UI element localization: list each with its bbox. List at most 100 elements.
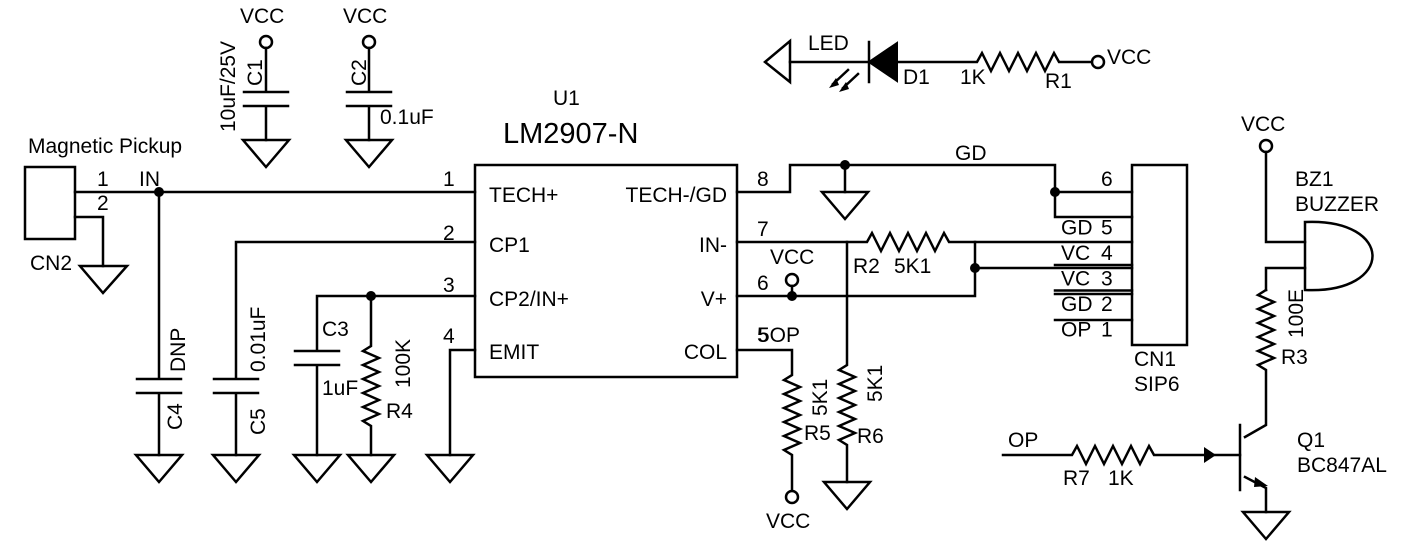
ground-symbol: [819, 190, 871, 221]
bz-vcc: VCC: [1241, 113, 1285, 136]
d1-ref: D1: [903, 66, 930, 89]
d1-label: LED: [808, 32, 849, 55]
r7-resistor: [1001, 443, 1242, 467]
cn1-row-label: VC: [1061, 242, 1090, 265]
r2-resistor: [735, 230, 1134, 254]
r1-value: 1K: [960, 66, 986, 89]
cn1-row-label: VC: [1061, 268, 1090, 291]
vcc-terminal: [361, 34, 377, 50]
u1-ref: U1: [553, 87, 580, 110]
ground-symbol: [424, 453, 476, 484]
net-in-label: IN: [139, 168, 160, 191]
cn1-row-num: 6: [1101, 168, 1113, 191]
cn2-ref: CN2: [30, 252, 72, 275]
cn1-row-label: GD: [1061, 217, 1093, 240]
pin8-num: 8: [757, 168, 769, 191]
r2-ref: R2: [853, 255, 880, 278]
led-d1-r1: LED D1 VCC 1K R1: [763, 32, 1151, 93]
q1-emitter: [1243, 475, 1268, 514]
vcc-terminal: [1258, 138, 1274, 154]
r5-value: 5K1: [809, 379, 832, 416]
junction-dot: [787, 291, 797, 301]
r5-ref: R5: [804, 422, 831, 445]
cn1-type: SIP6: [1134, 373, 1180, 396]
ground-symbol: [77, 264, 130, 295]
net-gd-label: GD: [955, 142, 987, 165]
ground-symbol: [133, 453, 185, 484]
ground-symbol: [210, 453, 262, 484]
pin3-name: CP2/IN+: [489, 288, 569, 311]
bz1-type: BUZZER: [1295, 193, 1379, 216]
cn1-row-num: 5: [1101, 217, 1113, 240]
in-minus-r2-vplus: R2 5K1 VCC 5K1 R6: [735, 230, 1134, 511]
led-diode-symbol: [867, 41, 898, 83]
vcc-terminal: [784, 489, 800, 505]
r7-value: 1K: [1108, 467, 1134, 490]
c3-ref: C3: [322, 318, 349, 341]
r3-ref: R3: [1281, 346, 1308, 369]
c3-value: 1uF: [322, 377, 358, 400]
pin8-name: TECH-/GD: [626, 184, 728, 207]
pin1-name: TECH+: [489, 184, 558, 207]
cn2-body: [23, 165, 77, 241]
r4-resistor: [359, 294, 383, 457]
cn2-title: Magnetic Pickup: [28, 135, 182, 158]
c3-r4-network: C3 1uF 100K R4: [291, 291, 477, 484]
net-col-label: 5OP: [758, 324, 800, 347]
u1-ic: U1 LM2907-N TECH+ CP1 CP2/IN+ EMIT TECH-…: [443, 87, 769, 379]
pin6-num: 6: [757, 272, 769, 295]
c1-ref: C1: [244, 59, 267, 86]
cn1-row-label: OP: [1061, 319, 1091, 342]
vcc-terminal: [258, 34, 274, 50]
arrow-connector-symbol: [763, 38, 792, 85]
c2-vcc: VCC: [343, 5, 387, 28]
vcc-terminal: [1090, 54, 1106, 70]
pin7-num: 7: [757, 218, 769, 241]
c5-capacitor: 0.01uF C5: [210, 240, 477, 484]
cn1-row-num: 2: [1101, 293, 1113, 316]
wire-cn2-gnd: [73, 215, 105, 268]
cn2-pin1: 1: [97, 168, 109, 191]
r2-value: 5K1: [894, 255, 931, 278]
c2-ref: C2: [348, 59, 371, 86]
c5-value: 0.01uF: [247, 307, 270, 372]
pin5-num: 5: [757, 324, 769, 347]
pin7-name: IN-: [699, 234, 727, 257]
q1-part: BC847AL: [1297, 454, 1387, 477]
pin1-num: 1: [443, 168, 455, 191]
gd-net: GD: [735, 142, 1134, 221]
ground-symbol: [821, 480, 873, 511]
c4-ref: C4: [164, 403, 187, 430]
r3-resistor: [1243, 288, 1278, 439]
r5-resistor: [735, 348, 804, 492]
c4-value: DNP: [167, 328, 190, 372]
net-op-label: OP: [1008, 429, 1038, 452]
r7-ref: R7: [1063, 467, 1090, 490]
ground-symbol: [291, 453, 343, 484]
pin6-name: V+: [701, 288, 727, 311]
cn1-row-num: 4: [1101, 242, 1113, 265]
q1-base-arrow: [1204, 447, 1216, 463]
pin2-num: 2: [443, 222, 455, 245]
r1-resistor: [895, 50, 1094, 74]
cn2-connector: Magnetic Pickup CN2 1 2 IN: [23, 135, 477, 295]
wire-emit: [448, 348, 477, 457]
cn1-row-label: GD: [1061, 293, 1093, 316]
ground-symbol: [345, 453, 397, 484]
pin3-num: 3: [443, 274, 455, 297]
u1-body: [473, 163, 739, 379]
buzzer-driver: VCC BZ1 BUZZER 100E R3 Q1 BC847AL OP R7 …: [1001, 113, 1387, 541]
c1-vcc: VCC: [240, 5, 284, 28]
vplus-vcc: VCC: [770, 246, 814, 269]
u1-part: LM2907-N: [503, 118, 638, 150]
bz1-ref: BZ1: [1295, 168, 1334, 191]
c4-capacitor: DNP C4: [133, 190, 190, 484]
q1-ref: Q1: [1297, 429, 1325, 452]
vcc-terminal: [784, 272, 800, 288]
c2-value: 0.1uF: [380, 106, 434, 129]
ground-symbol: [240, 138, 292, 169]
r3-value: 100E: [1285, 289, 1308, 338]
r6-ref: R6: [857, 425, 884, 448]
